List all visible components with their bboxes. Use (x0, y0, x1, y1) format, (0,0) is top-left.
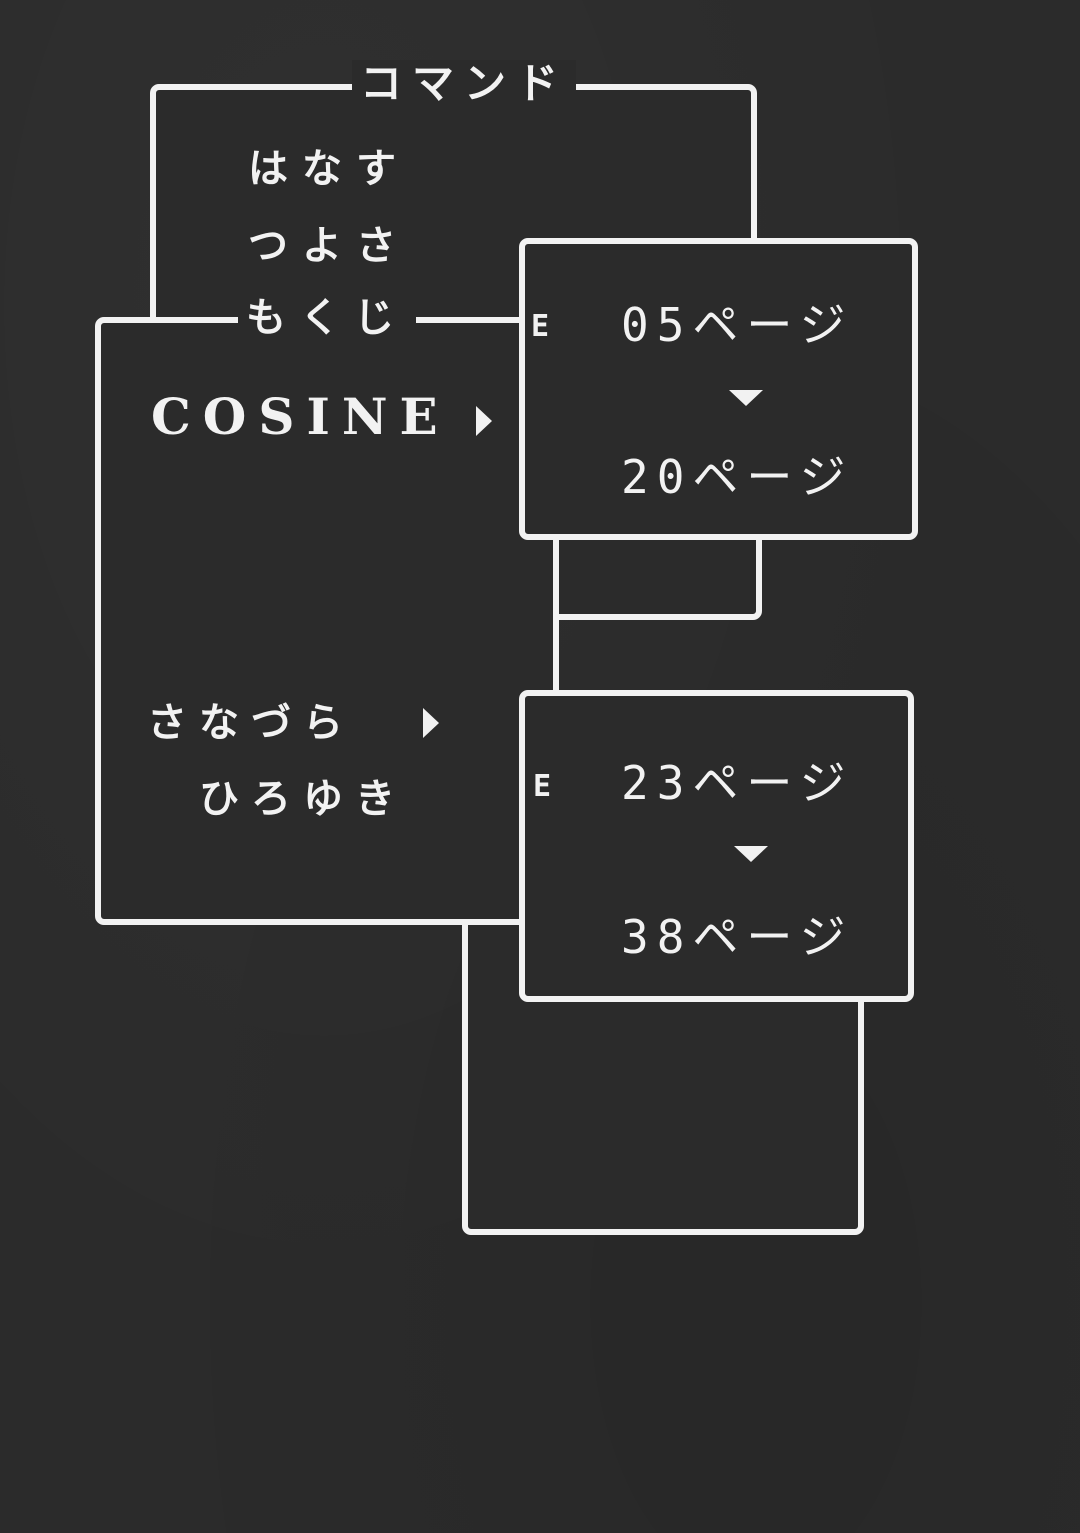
party-member-sanadura[interactable]: さなづら (147, 700, 355, 746)
party-window: COSINE さなづら ひろゆき (95, 317, 559, 925)
menu-item-contents[interactable]: もくじ (238, 294, 416, 342)
page-range-end: 20ページ (621, 450, 854, 504)
page-range-window-2: E 23ページ 38ページ (519, 690, 914, 1002)
page-range-start: 05ページ (621, 298, 854, 352)
cursor-arrow-icon (476, 406, 492, 436)
menu-item-talk[interactable]: はなす (248, 146, 410, 192)
down-arrow-icon (734, 846, 768, 862)
party-member-cosine[interactable]: COSINE (151, 387, 450, 446)
page-range-end: 38ページ (621, 910, 854, 964)
down-arrow-icon (729, 390, 763, 406)
equip-mark: E (533, 769, 552, 804)
command-window-title: コマンド (352, 60, 577, 108)
equip-mark: E (531, 309, 550, 344)
page-range-window-1: E 05ページ 20ページ (519, 238, 918, 540)
party-member-hiroyuki: ひろゆき (199, 776, 407, 822)
cursor-arrow-icon (423, 708, 439, 738)
page-range-start: 23ページ (621, 756, 854, 810)
menu-item-status[interactable]: つよさ (248, 223, 410, 269)
